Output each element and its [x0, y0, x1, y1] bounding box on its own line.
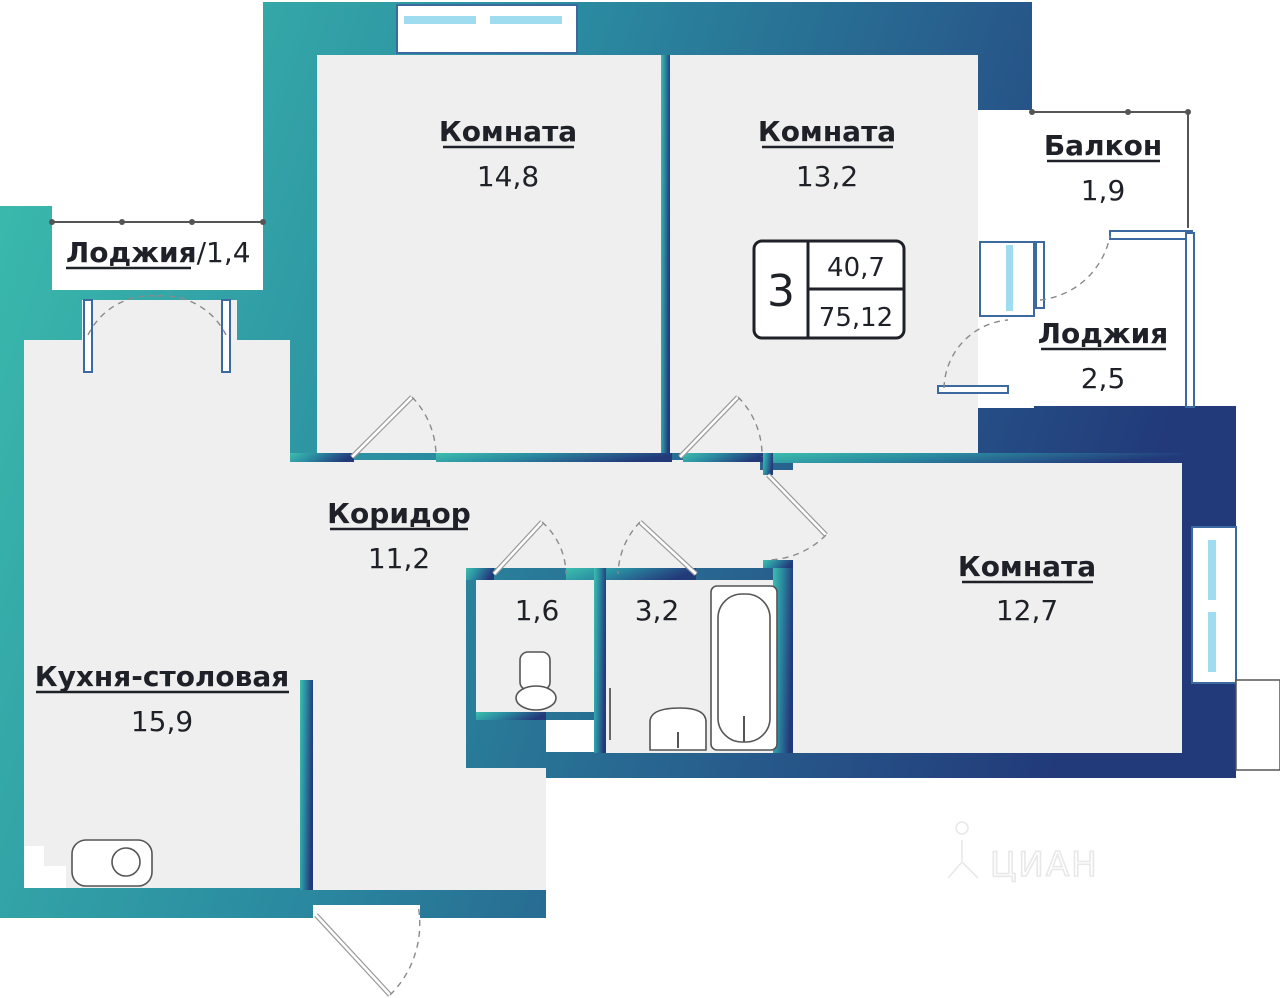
corridor-kitchen-floor — [24, 300, 793, 890]
partitions — [290, 55, 1183, 890]
badge-living-area: 40,7 — [827, 253, 885, 283]
watermark: ЦИАН — [947, 821, 1099, 886]
watermark-person-icon — [947, 821, 979, 879]
corridor-label: Коридор — [327, 497, 471, 530]
kitchen-label: Кухня-столовая — [35, 660, 290, 693]
sink-icon — [649, 707, 707, 751]
loggia-left-text: Лоджия/1,4 — [66, 236, 251, 269]
toilet-icon — [515, 651, 557, 711]
room-labels: Комната 14,8 Комната 13,2 Балкон 1,9 Лод… — [35, 115, 1169, 738]
loggia-left-frame — [49, 219, 266, 225]
balcony-frame — [1029, 109, 1191, 228]
room1-area: 14,8 — [477, 160, 539, 193]
windows — [83, 4, 1280, 771]
loggia-left-label: Лоджия — [66, 236, 197, 269]
corridor-area: 11,2 — [368, 542, 430, 575]
balcony-label: Балкон — [1044, 129, 1162, 162]
room-floor-1 — [317, 55, 661, 453]
shaft — [546, 720, 594, 752]
room1-label: Комната — [439, 115, 577, 148]
loggia-right-cut — [978, 392, 1034, 408]
watermark-text: ЦИАН — [990, 845, 1099, 885]
badge-rooms-count: 3 — [767, 266, 795, 317]
loggia-left-area: /1,4 — [197, 236, 251, 269]
room3-area: 12,7 — [996, 594, 1058, 627]
kitchen-riser — [24, 846, 66, 888]
loggia-right-label: Лоджия — [1038, 317, 1169, 350]
apartment-badge: 3 40,7 75,12 — [752, 239, 906, 340]
badge-total-area: 75,12 — [819, 303, 893, 333]
loggia-left-floor — [52, 222, 263, 290]
loggia-right-floor — [978, 110, 1190, 406]
doors — [87, 235, 1111, 997]
loggia-right-area: 2,5 — [1081, 362, 1126, 395]
fixtures — [24, 585, 778, 888]
room2-area: 13,2 — [796, 160, 858, 193]
bathroom-area: 3,2 — [635, 594, 680, 627]
kitchen-area: 15,9 — [131, 705, 193, 738]
balcony-area: 1,9 — [1081, 174, 1126, 207]
room3-label: Комната — [958, 550, 1096, 583]
toilet-area: 1,6 — [515, 594, 560, 627]
kitchen-sink-icon — [71, 839, 153, 887]
room2-label: Комната — [758, 115, 896, 148]
bathtub-icon — [710, 585, 778, 751]
room-floor-3 — [793, 463, 1182, 753]
